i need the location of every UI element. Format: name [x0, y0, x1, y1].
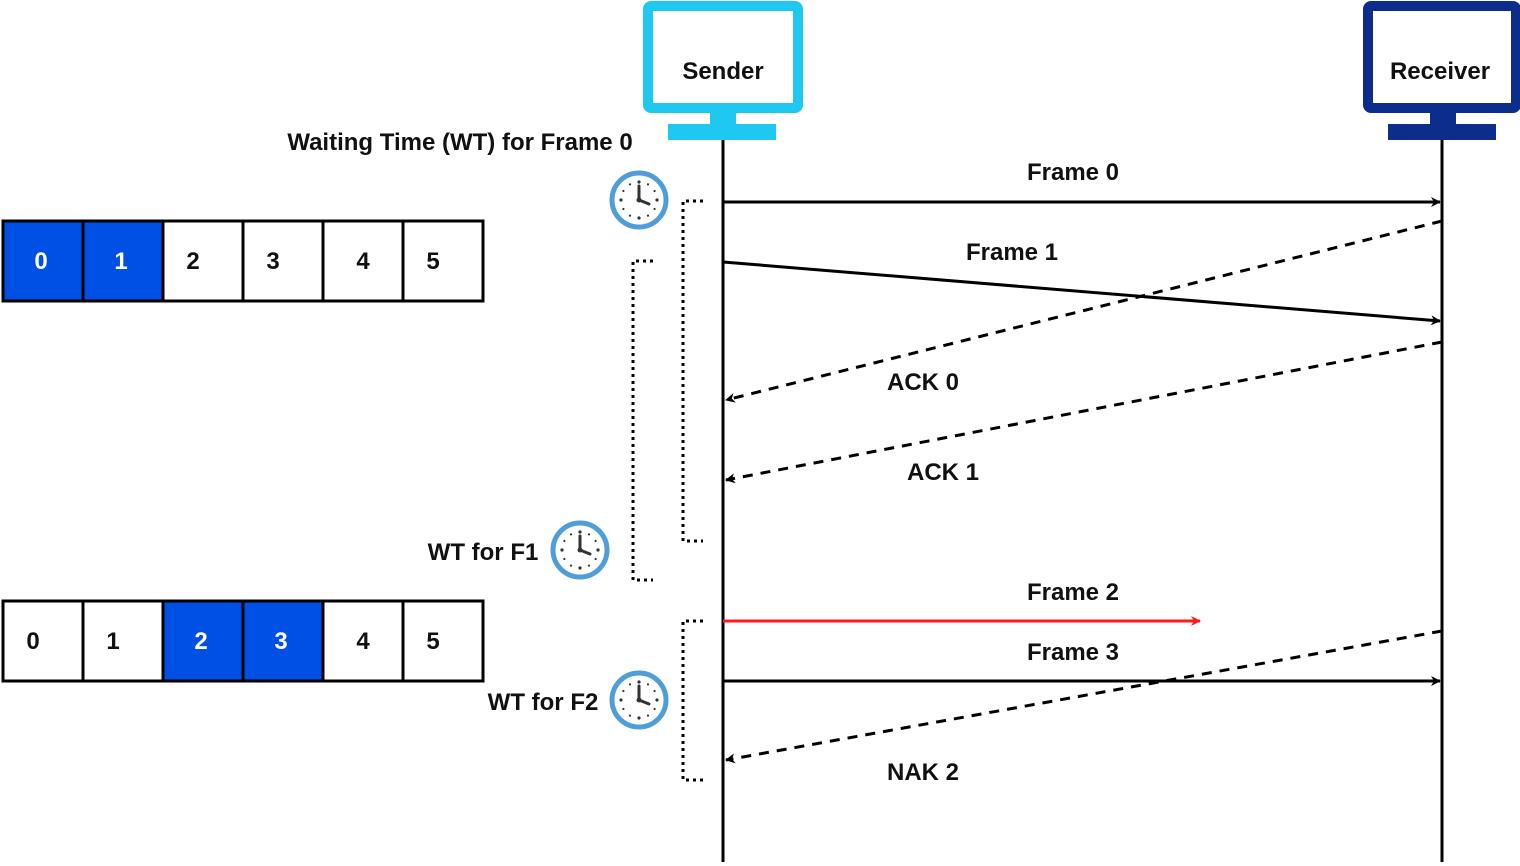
ack0-arrow	[725, 219, 1443, 403]
window-cell-label: 2	[194, 628, 207, 655]
sliding-window-2: 0 1 2 3 4 5	[1, 599, 485, 683]
window-cell-box	[401, 599, 485, 683]
wt-frame2-bracket	[681, 619, 703, 782]
frame1-label: Frame 1	[966, 239, 1058, 266]
sliding-window-1: 0 1 2 3 4 5	[1, 219, 485, 303]
window-cell-label: 0	[34, 248, 47, 275]
window-cell-label: 4	[356, 628, 370, 655]
frame0-label: Frame 0	[1027, 159, 1119, 186]
window-cell-label: 5	[426, 248, 439, 275]
window-cell: 1	[81, 599, 165, 683]
window-cell-label: 5	[426, 628, 439, 655]
receiver-label: Receiver	[1390, 58, 1490, 85]
window-cell-box	[321, 219, 405, 303]
clock-icon	[609, 670, 669, 730]
window-cell: 5	[401, 599, 485, 683]
window-cell-box	[161, 219, 245, 303]
sender-monitor-icon	[643, 1, 803, 140]
window-cell: 0	[1, 599, 85, 683]
wt-frame1-bracket	[631, 259, 653, 582]
nak2-arrow	[725, 629, 1443, 764]
wt-f1-label: WT for F1	[428, 539, 539, 566]
ack1-arrow	[725, 340, 1443, 484]
window-cell-label: 3	[266, 248, 279, 275]
clock-icon	[550, 520, 610, 580]
clock-icon	[609, 170, 669, 230]
ack1-label: ACK 1	[907, 459, 979, 486]
waiting-time-label: Waiting Time (WT) for Frame 0	[287, 129, 632, 156]
nak2-label: NAK 2	[887, 759, 959, 786]
wt-frame0-bracket	[681, 199, 703, 543]
frame3-label: Frame 3	[1027, 639, 1119, 666]
window-cell-label: 1	[106, 628, 119, 655]
frame2-label: Frame 2	[1027, 579, 1119, 606]
ack0-label: ACK 0	[887, 369, 959, 396]
window-cell-label: 0	[26, 628, 39, 655]
window-cell-label: 3	[274, 628, 287, 655]
window-cell-label: 1	[114, 248, 127, 275]
window-cell: 3	[241, 599, 325, 683]
window-cell: 5	[401, 219, 485, 303]
sender-label: Sender	[682, 58, 763, 85]
window-cell: 3	[241, 219, 325, 303]
window-cell-label: 4	[356, 248, 370, 275]
frame1-arrow	[722, 260, 1441, 326]
window-cell-box	[241, 219, 325, 303]
window-cell: 0	[1, 219, 85, 303]
window-cell-box	[1, 599, 85, 683]
window-cell: 4	[321, 219, 405, 303]
window-cell: 2	[161, 219, 245, 303]
window-cell-box	[81, 599, 165, 683]
window-cell: 1	[81, 219, 165, 303]
window-cell-label: 2	[186, 248, 199, 275]
wt-f2-label: WT for F2	[488, 689, 599, 716]
window-cell-box	[241, 599, 325, 683]
receiver-monitor-icon	[1363, 1, 1520, 140]
window-cell: 4	[321, 599, 405, 683]
window-cell: 2	[161, 599, 245, 683]
window-cell-box	[401, 219, 485, 303]
